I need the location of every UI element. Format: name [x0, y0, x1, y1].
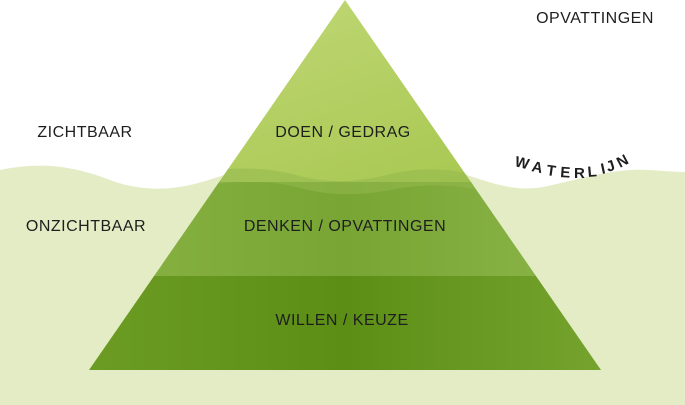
invisible-label: ONZICHTBAAR [26, 218, 146, 235]
pyramid-level-middle-label: DENKEN / OPVATTINGEN [244, 218, 446, 235]
pyramid-level-bottom-label: WILLEN / KEUZE [275, 312, 408, 329]
visible-label: ZICHTBAAR [37, 124, 132, 141]
pyramid-level-top-label: DOEN / GEDRAG [275, 124, 410, 141]
waterline-letter: E [560, 164, 572, 182]
waterline-letter: L [587, 163, 599, 181]
pyramid-level-bottom [89, 276, 601, 370]
waterline-band [200, 168, 480, 195]
waterline-letter: R [574, 165, 586, 182]
corner-label: OPVATTINGEN [536, 10, 654, 27]
waterline-letter: W [513, 153, 532, 173]
pyramid-level-top [89, 0, 601, 182]
waterline-letter: T [545, 162, 557, 180]
waterline-letter: A [530, 158, 545, 177]
waterline-letter: I [599, 160, 608, 178]
